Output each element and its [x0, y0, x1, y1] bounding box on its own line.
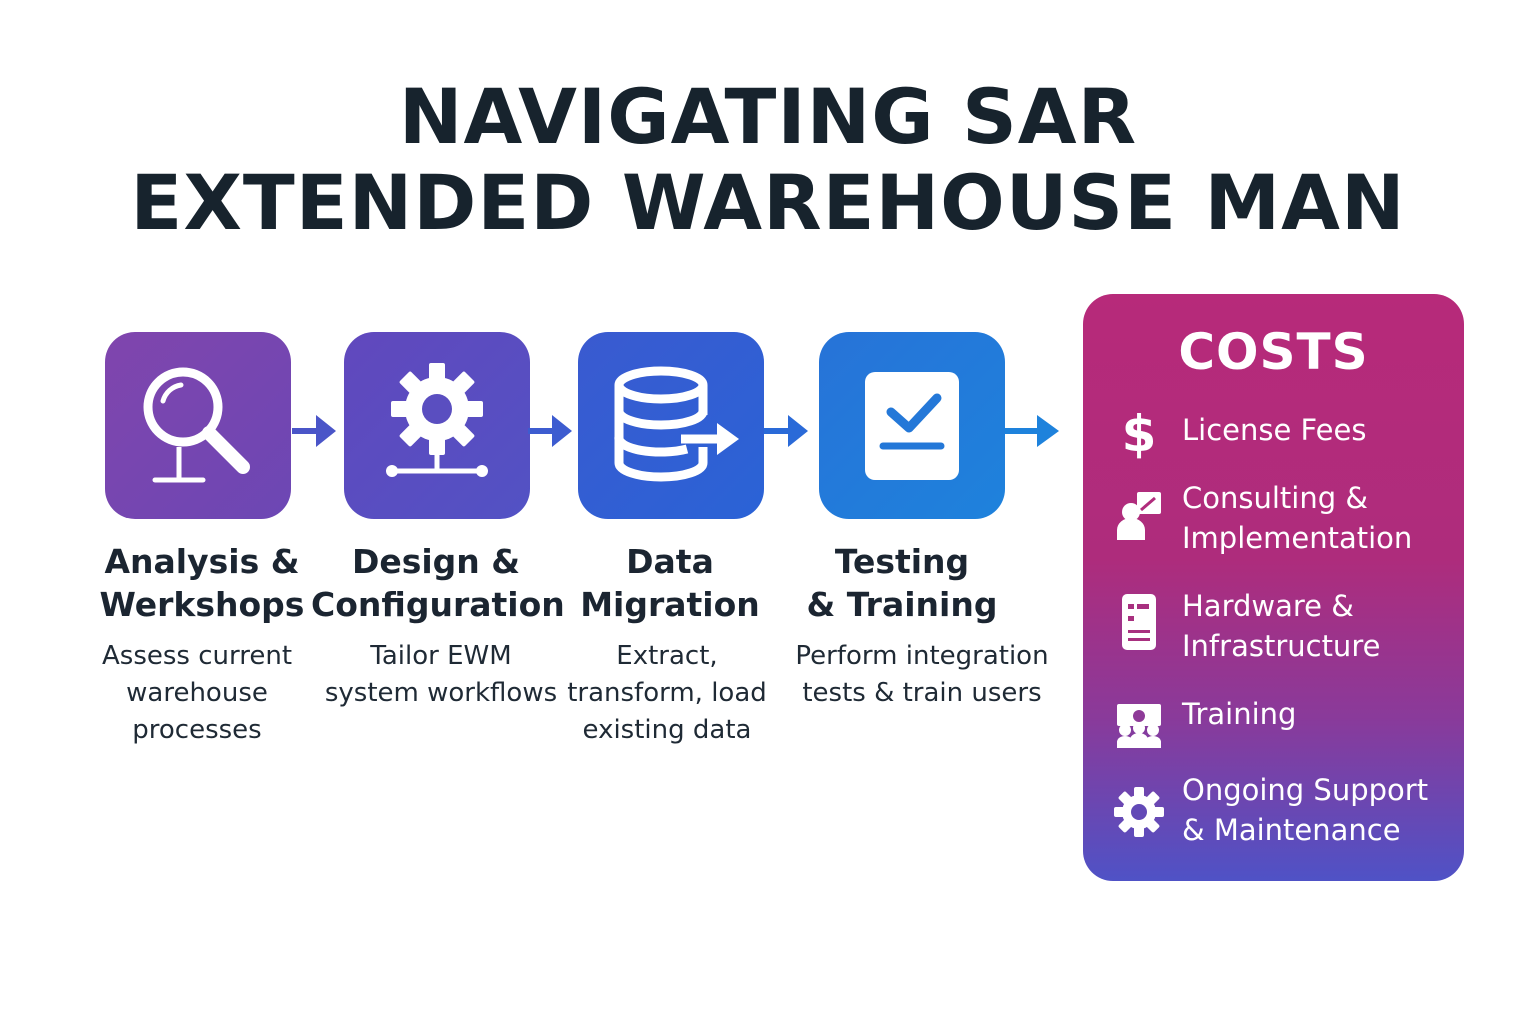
cost-label: License Fees: [1182, 413, 1367, 447]
costs-title: COSTS: [1178, 323, 1369, 381]
step-4-tile: [819, 332, 1005, 519]
cost-item-license-fees: $ License Fees: [1111, 404, 1451, 460]
arrow-right-icon: [764, 415, 808, 447]
cost-item-hardware: Hardware &Infrastructure: [1111, 586, 1451, 670]
step-1-title: Analysis &Werkshops: [99, 542, 305, 624]
database-arrow-icon: [614, 366, 739, 481]
arrow-right-icon: [292, 415, 336, 447]
arrow-right-icon: [528, 415, 572, 447]
dollar-icon: $: [1111, 404, 1167, 460]
flow-arrow-3: [764, 409, 810, 453]
costs-panel: COSTS $ License Fees Consulting &Impleme…: [1083, 294, 1464, 881]
checklist-icon: [865, 371, 959, 480]
flow-arrow-2: [528, 409, 574, 453]
group-training-icon: [1111, 698, 1167, 754]
page-title-line-1: NAVIGATING SAR: [398, 72, 1138, 161]
cost-label: Training: [1182, 697, 1297, 731]
step-2-tile: [344, 332, 530, 519]
cost-label: Hardware &Infrastructure: [1182, 589, 1381, 663]
cost-item-support: Ongoing Support& Maintenance: [1111, 770, 1451, 854]
step-2-title: Design &Configuration: [311, 542, 565, 624]
gear-icon: [1111, 784, 1167, 840]
svg-text:$: $: [1122, 405, 1157, 460]
cost-label: Ongoing Support& Maintenance: [1182, 773, 1429, 847]
page-title-line-2: EXTENDED WAREHOUSE MAN: [130, 158, 1406, 247]
magnifier-icon: [143, 367, 250, 482]
cost-item-training: Training: [1111, 694, 1451, 750]
flow-arrow-1: [292, 409, 338, 453]
gear-network-icon: [386, 362, 488, 477]
server-icon: [1111, 594, 1167, 650]
step-4-title: Testing& Training: [806, 542, 998, 624]
step-1-tile: [105, 332, 291, 519]
step-3-tile: [578, 332, 764, 519]
cost-label: Consulting &Implementation: [1182, 481, 1413, 555]
arrow-right-icon: [1005, 415, 1059, 447]
consultant-icon: [1111, 488, 1167, 544]
cost-item-consulting: Consulting &Implementation: [1111, 478, 1451, 562]
flow-arrow-4: [1005, 409, 1061, 453]
